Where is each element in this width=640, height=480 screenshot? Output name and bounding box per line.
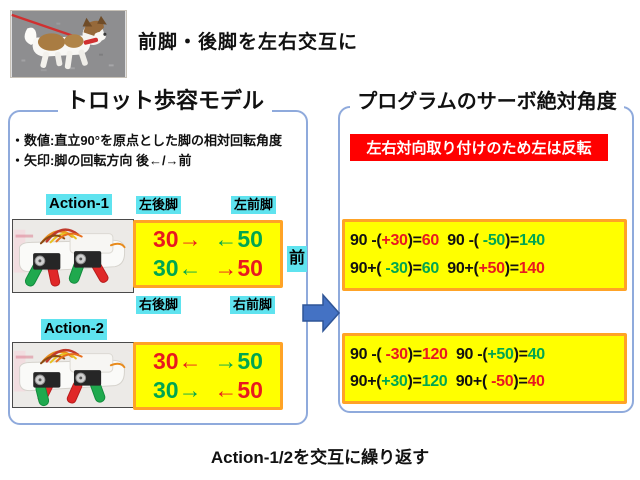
value-segment: 90+(: [350, 373, 382, 390]
value-segment: -50: [486, 373, 514, 390]
dog-photo: [10, 10, 127, 78]
value-segment: )=: [513, 373, 528, 390]
action1-label: Action-1: [46, 194, 112, 215]
leg-label-right-hind: 右後脚: [136, 296, 182, 315]
action1-row-right-legs: 30← →50: [136, 254, 280, 281]
value-segment: +30: [381, 373, 408, 390]
bullet-rotation-direction: ・矢印:脚の回転方向 後←/→前: [11, 153, 192, 168]
value-segment: +50: [487, 346, 514, 363]
repeat-caption: Action-1/2を交互に繰り返す: [210, 448, 430, 467]
value-segment: ←50: [201, 376, 263, 403]
value-segment: 30→: [153, 226, 202, 253]
value-segment: 120: [421, 373, 448, 390]
value-segment: 90+(: [438, 259, 479, 277]
value-segment: 30→: [153, 376, 202, 403]
value-segment: +30: [381, 232, 408, 250]
robot-photo-action1: [12, 219, 134, 293]
value-segment: )=: [407, 373, 422, 390]
value-segment: -30: [381, 259, 408, 277]
value-segment: 90 -(: [447, 346, 488, 363]
inversion-note: 左右対向取り付けのため左は反転: [350, 134, 608, 161]
value-segment: 90 -(: [350, 346, 382, 363]
action1-servo-equations-box: 90 -(+30)=60 90 -( -50)=140 90+( -30)=60…: [342, 219, 627, 291]
value-segment: 40: [527, 346, 546, 363]
value-segment: )=: [407, 232, 422, 250]
action2-angle-box: 30← →50 30→ ←50: [133, 342, 283, 410]
robot-photo-action2: [12, 342, 134, 408]
value-segment: )=: [505, 232, 520, 250]
dog-illustration: [11, 11, 126, 77]
value-segment: 140: [519, 232, 545, 250]
value-segment: +50: [478, 259, 506, 277]
value-segment: 30←: [153, 254, 202, 281]
value-segment: 90+(: [447, 373, 488, 390]
action1-row-left-legs: 30→ ←50: [136, 228, 280, 251]
bullet-relative-angle: ・数値:直立90°を原点とした脚の相対回転角度: [11, 133, 282, 148]
equation-row: 90+( -30)=60 90+(+50)=140: [350, 259, 624, 277]
value-segment: 140: [518, 259, 545, 277]
value-segment: →50: [201, 348, 263, 375]
action2-label: Action-2: [41, 319, 107, 340]
value-segment: 40: [527, 373, 545, 390]
left-panel-title: トロット歩容モデル: [58, 88, 272, 114]
value-segment: 90 -(: [350, 232, 382, 250]
leg-label-right-fore: 右前脚: [230, 296, 276, 315]
value-segment: 120: [421, 346, 448, 363]
equation-row: 90 -(+30)=60 90 -( -50)=140: [350, 233, 624, 249]
value-segment: )=: [513, 346, 528, 363]
equation-row: 90+(+30)=120 90+( -50)=40: [350, 374, 624, 390]
action1-angle-box: 30→ ←50 30← →50: [133, 220, 283, 288]
front-direction-label: 前: [287, 246, 308, 272]
value-segment: 90+(: [350, 259, 382, 277]
robot-action2-illustration: [13, 343, 133, 407]
equation-row: 90 -( -30)=120 90 -(+50)=40: [350, 347, 624, 363]
action2-row-right-legs: 30→ ←50: [136, 376, 280, 403]
robot-action1-illustration: [13, 220, 133, 292]
value-segment: 30←: [153, 348, 202, 375]
value-segment: 60: [421, 232, 440, 250]
value-segment: 90 -(: [438, 232, 479, 250]
value-segment: )=: [504, 259, 519, 277]
value-segment: ←50: [201, 226, 263, 253]
value-segment: -30: [381, 346, 409, 363]
value-segment: )=: [407, 259, 422, 277]
flow-arrow-icon: [302, 293, 340, 333]
action2-row-left-legs: 30← →50: [136, 350, 280, 373]
value-segment: -50: [478, 232, 506, 250]
right-panel-title: プログラムのサーボ絶対角度: [350, 91, 624, 114]
page-title: 前脚・後脚を左右交互に: [138, 32, 359, 53]
action2-servo-equations-box: 90 -( -30)=120 90 -(+50)=40 90+(+30)=120…: [342, 333, 627, 404]
value-segment: 60: [421, 259, 440, 277]
value-segment: →50: [201, 254, 263, 281]
leg-label-left-hind: 左後脚: [136, 196, 182, 215]
value-segment: )=: [407, 346, 422, 363]
leg-label-left-fore: 左前脚: [231, 196, 277, 215]
